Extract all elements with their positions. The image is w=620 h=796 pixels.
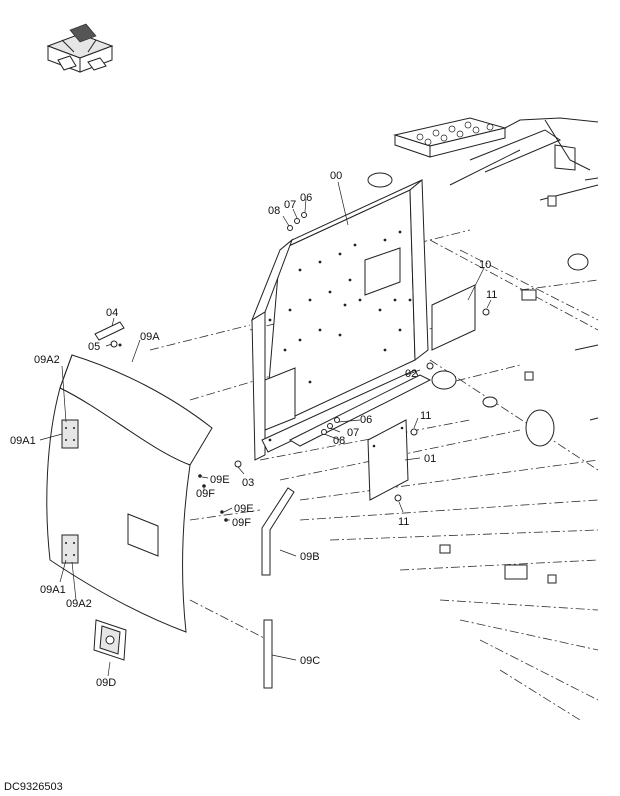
callout-09F: 09F bbox=[196, 488, 215, 500]
callout-05: 05 bbox=[88, 341, 100, 353]
door-lock-09D bbox=[93, 619, 127, 661]
callout-06: 06 bbox=[300, 192, 312, 204]
seal-strip-09C bbox=[263, 619, 273, 689]
callout-11: 11 bbox=[420, 410, 431, 422]
callout-09A: 09A bbox=[140, 331, 160, 343]
callout-04: 04 bbox=[106, 307, 118, 319]
latch-04 bbox=[94, 321, 125, 348]
bolts bbox=[198, 212, 490, 522]
callout-09D: 09D bbox=[96, 677, 116, 689]
orientation-icon bbox=[46, 23, 114, 73]
callout-00: 00 bbox=[330, 170, 342, 182]
cover-plate-10 bbox=[431, 284, 476, 351]
door-panel-09A bbox=[46, 354, 213, 633]
callout-07: 07 bbox=[347, 427, 359, 439]
callout-08: 08 bbox=[333, 435, 345, 447]
callout-09B: 09B bbox=[300, 551, 320, 563]
callout-09F: 09F bbox=[232, 517, 251, 529]
cover-plate-01 bbox=[367, 419, 409, 501]
callout-08: 08 bbox=[268, 205, 280, 217]
callout-11: 11 bbox=[486, 289, 497, 301]
callout-labels: 00 06 07 08 10 11 02 11 06 07 08 01 11 0… bbox=[10, 170, 497, 689]
leader-lines bbox=[39, 181, 492, 677]
callout-11: 11 bbox=[398, 516, 409, 528]
bracket-panel-00 bbox=[250, 178, 434, 461]
callout-09C: 09C bbox=[300, 655, 320, 667]
callout-09A2: 09A2 bbox=[66, 598, 92, 610]
callout-06: 06 bbox=[360, 414, 372, 426]
callout-09E: 09E bbox=[234, 503, 254, 515]
machine-frame-background bbox=[149, 117, 599, 721]
callout-02: 02 bbox=[405, 368, 417, 380]
callout-09A1: 09A1 bbox=[40, 584, 66, 596]
callout-10: 10 bbox=[479, 259, 491, 271]
callout-09A2: 09A2 bbox=[34, 354, 60, 366]
callout-09A1: 09A1 bbox=[10, 435, 36, 447]
callout-03: 03 bbox=[242, 477, 254, 489]
callout-01: 01 bbox=[424, 453, 436, 465]
seal-strip-09B bbox=[261, 487, 295, 576]
callout-07: 07 bbox=[284, 199, 296, 211]
callout-09E: 09E bbox=[210, 474, 230, 486]
document-code: DC9326503 bbox=[4, 781, 63, 793]
